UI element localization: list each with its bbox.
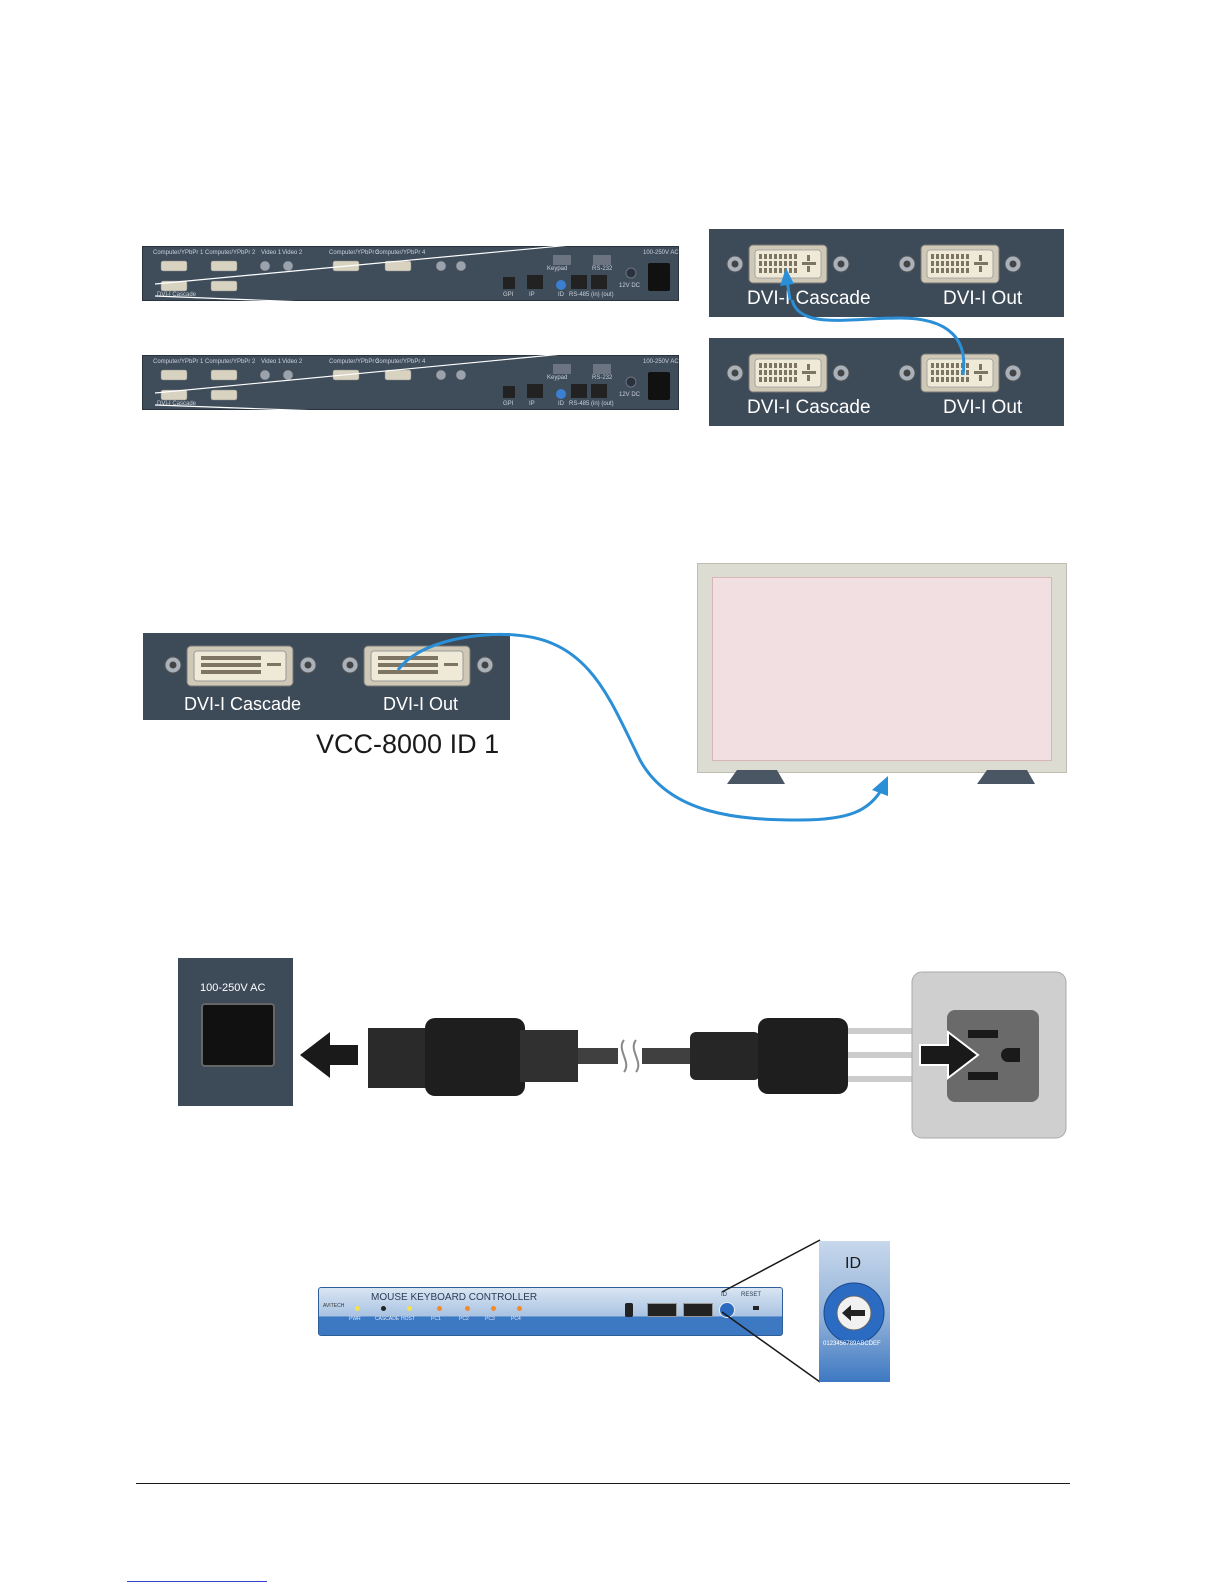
footer-rule — [136, 1483, 1070, 1484]
dial-digits: 0123456789ABCDEF — [823, 1341, 881, 1347]
output-cable — [0, 0, 1225, 900]
power-cord — [0, 950, 1225, 1150]
footer-link-underline[interactable] — [127, 1581, 267, 1582]
dial-zoom-lines — [0, 1230, 1225, 1430]
output-arrow-icon — [872, 776, 888, 796]
rotary-dial-icon — [819, 1241, 890, 1382]
insert-arrow-left-icon — [300, 1032, 358, 1078]
dial-zoom: ID 0123456789ABCDEF — [819, 1241, 890, 1382]
